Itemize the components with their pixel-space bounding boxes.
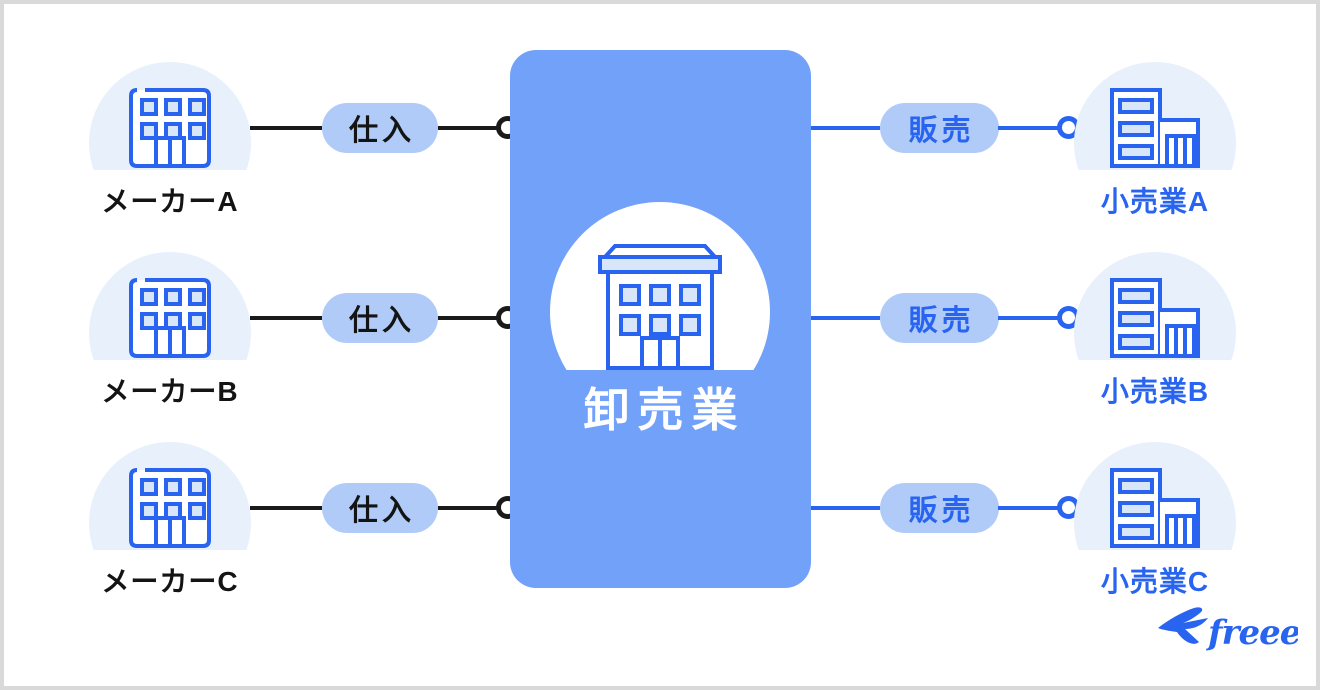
office-building-icon (129, 278, 211, 358)
retailer-avatar (1074, 442, 1236, 550)
retailer-label: 小売業A (1100, 186, 1210, 217)
connector-line (811, 126, 880, 130)
manufacturer-avatar (89, 442, 251, 550)
connector-line (438, 126, 499, 130)
freee-wordmark: freee (1206, 613, 1298, 653)
purchase-badge: 仕入 (322, 103, 438, 153)
manufacturer-avatar (89, 62, 251, 170)
connector-line (250, 126, 322, 130)
connector-line (811, 506, 880, 510)
connector-line (998, 506, 1059, 510)
manufacturer-avatar (89, 252, 251, 360)
manufacturer-label: メーカーB (101, 376, 239, 407)
retail-building-icon (1110, 468, 1200, 548)
retail-building-icon (1110, 88, 1200, 168)
connector-line (438, 506, 499, 510)
connector-line (250, 316, 322, 320)
office-building-icon (129, 88, 211, 168)
wholesale-building-icon (598, 244, 722, 370)
freee-logo: freee (1158, 607, 1298, 653)
manufacturer-label: メーカーC (101, 566, 239, 597)
sales-badge: 販売 (880, 103, 999, 153)
retailer-avatar (1074, 62, 1236, 170)
purchase-badge: 仕入 (322, 293, 438, 343)
connector-line (811, 316, 880, 320)
wholesaler-avatar (550, 202, 770, 370)
retail-building-icon (1110, 278, 1200, 358)
retailer-label: 小売業C (1100, 566, 1210, 597)
sales-badge: 販売 (880, 293, 999, 343)
office-building-icon (129, 468, 211, 548)
swallow-icon (1158, 607, 1208, 644)
connector-line (250, 506, 322, 510)
sales-badge: 販売 (880, 483, 999, 533)
connector-line (998, 126, 1059, 130)
retailer-avatar (1074, 252, 1236, 360)
manufacturer-label: メーカーA (101, 186, 239, 217)
wholesaler-label: 卸売業 (583, 384, 746, 436)
connector-line (998, 316, 1059, 320)
connector-line (438, 316, 499, 320)
wholesaler-card: 卸売業 (510, 50, 811, 588)
purchase-badge: 仕入 (322, 483, 438, 533)
retailer-label: 小売業B (1100, 376, 1210, 407)
